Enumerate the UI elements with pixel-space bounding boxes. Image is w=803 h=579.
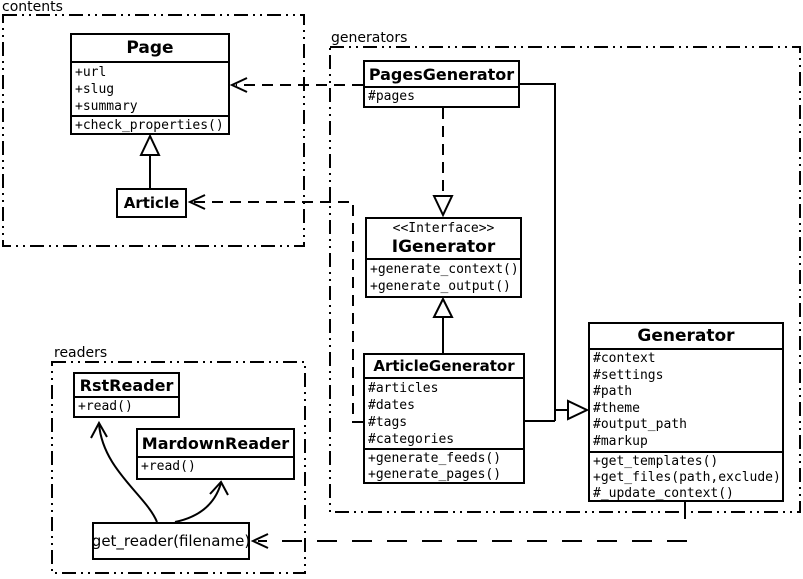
- class-box-mardownreader: MardownReader +read(): [136, 428, 295, 480]
- class-box-rstreader: RstReader +read(): [73, 372, 180, 418]
- articlegenerator-to-article-edge: [194, 201, 363, 423]
- hollow-triangle-arrow-icon: [567, 399, 590, 421]
- package-label-contents: contents: [2, 0, 63, 15]
- contents-package-border: [2, 14, 305, 247]
- attribute: #settings: [593, 367, 664, 383]
- method: +get_files(path,exclude): [593, 470, 781, 485]
- attribute: #categories: [368, 432, 455, 447]
- class-attributes: #pages: [365, 88, 518, 106]
- attribute: #tags: [368, 415, 408, 430]
- open-arrowhead-icon: [250, 533, 269, 549]
- open-arrowhead-icon: [229, 77, 248, 93]
- class-title: <<Interface>> IGenerator: [367, 219, 520, 260]
- open-arrowhead-icon: [90, 420, 108, 439]
- class-title-text: IGenerator: [391, 236, 496, 257]
- function-box-get-reader: get_reader(filename): [92, 522, 250, 560]
- attribute: +summary: [75, 99, 138, 114]
- class-attributes: #articles #dates #tags #categories: [365, 379, 523, 450]
- method: +generate_feeds(): [368, 451, 502, 466]
- package-label-generators: generators: [331, 30, 408, 46]
- hollow-triangle-arrow-icon: [432, 296, 454, 318]
- class-title: Page: [72, 35, 228, 63]
- method: #_update_context(): [593, 486, 734, 500]
- class-methods: +generate_context() +generate_output(): [367, 260, 520, 296]
- open-arrowhead-icon: [209, 480, 229, 496]
- class-methods: +check_properties(): [72, 117, 228, 133]
- open-arrowhead-icon: [187, 194, 206, 210]
- attribute: #context: [593, 351, 656, 366]
- attribute: #pages: [368, 89, 415, 104]
- attribute: #output_path: [593, 417, 687, 432]
- method: +read(): [78, 399, 133, 414]
- class-methods: +read(): [138, 458, 293, 478]
- class-box-page: Page +url +slug +summary +check_properti…: [70, 33, 230, 135]
- attribute: #path: [593, 384, 633, 399]
- class-box-article: Article: [116, 188, 187, 218]
- class-title: Article: [123, 194, 180, 212]
- class-methods: +read(): [75, 398, 178, 416]
- attribute: #dates: [368, 398, 415, 413]
- class-methods: +get_templates() +get_files(path,exclude…: [590, 453, 782, 500]
- attribute: #markup: [593, 433, 648, 449]
- generators-package-border: [329, 46, 801, 513]
- class-methods: +generate_feeds() +generate_pages(): [365, 450, 523, 482]
- class-attributes: #context #settings #path #theme #output_…: [590, 350, 782, 453]
- method: +check_properties(): [75, 118, 224, 133]
- class-box-generator: Generator #context #settings #path #them…: [588, 322, 784, 502]
- class-title: RstReader: [75, 374, 178, 398]
- generators-to-generator-edge: [520, 83, 568, 422]
- method: +generate_context(): [370, 262, 519, 277]
- class-attributes: +url +slug +summary: [72, 63, 228, 117]
- class-title: ArticleGenerator: [365, 355, 523, 379]
- attribute: +url: [75, 65, 107, 80]
- method: +get_templates(): [593, 454, 719, 469]
- class-title: MardownReader: [138, 430, 293, 458]
- class-title: Generator: [590, 324, 782, 350]
- attribute: #theme: [593, 400, 640, 416]
- attribute: #articles: [368, 381, 439, 396]
- hollow-triangle-arrow-icon: [139, 133, 161, 156]
- hollow-triangle-arrow-icon: [432, 195, 454, 218]
- getreader-to-rstreader-edge: [98, 423, 158, 523]
- method: +generate_pages(): [368, 467, 502, 482]
- attribute: +slug: [75, 82, 115, 97]
- readers-package-border: [51, 361, 306, 574]
- method: +generate_output(): [370, 279, 511, 294]
- class-box-pagesgenerator: PagesGenerator #pages: [363, 60, 520, 108]
- stereotype-label: <<Interface>>: [392, 220, 495, 236]
- class-title: PagesGenerator: [365, 62, 518, 88]
- getreader-to-mardownreader-edge: [174, 482, 222, 523]
- class-box-articlegenerator: ArticleGenerator #articles #dates #tags …: [363, 353, 525, 484]
- method: +read(): [141, 459, 196, 474]
- class-box-igenerator: <<Interface>> IGenerator +generate_conte…: [365, 217, 522, 298]
- package-label-readers: readers: [54, 345, 108, 361]
